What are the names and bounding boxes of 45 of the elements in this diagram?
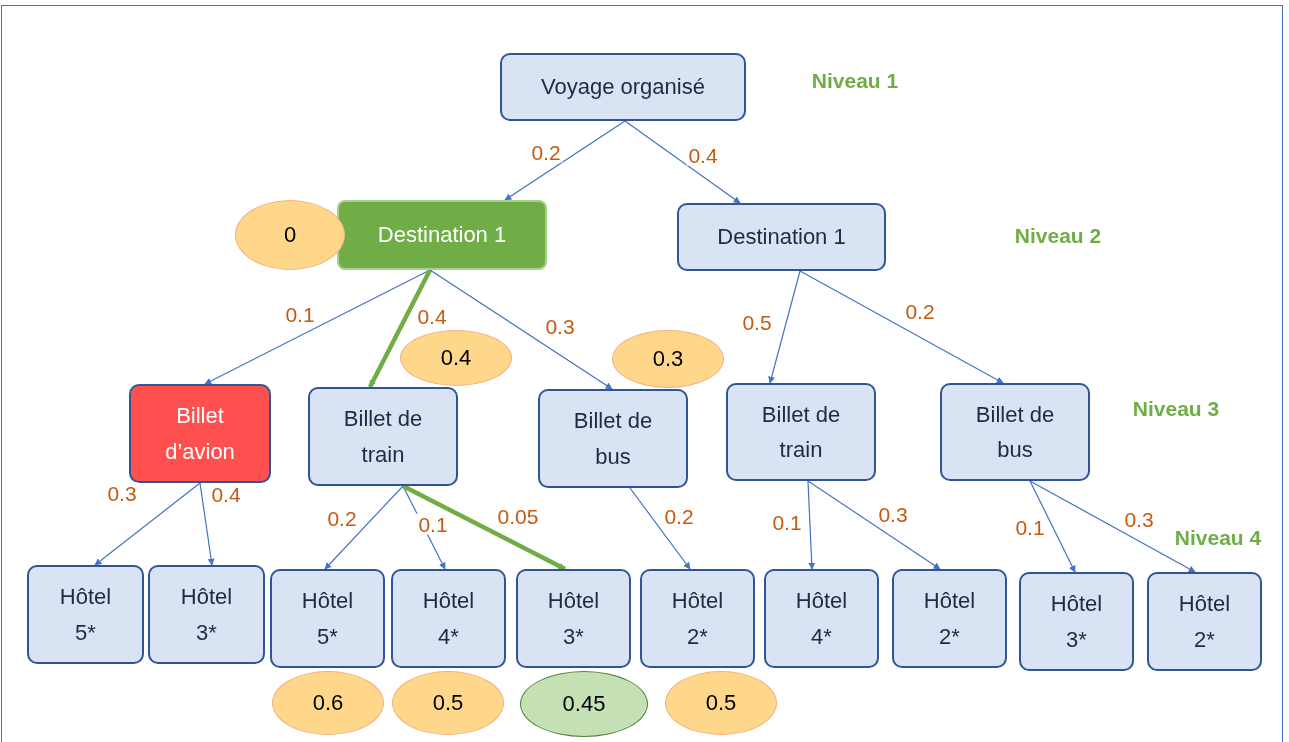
node-box: Voyage organisé xyxy=(500,53,746,121)
probability-ellipse: 0 xyxy=(235,200,345,270)
node-box: Hôtel 4* xyxy=(764,569,879,668)
level-label: Niveau 3 xyxy=(1132,396,1220,423)
level-label: Niveau 2 xyxy=(1014,223,1102,250)
probability-ellipse: 0.4 xyxy=(400,330,512,386)
node-box: Billet de train xyxy=(726,383,876,481)
node-box: Billet de bus xyxy=(940,383,1090,481)
node-box: Billet de bus xyxy=(538,389,688,488)
arrow xyxy=(199,482,215,566)
node-box: Hôtel 2* xyxy=(892,569,1007,668)
node-box: Billet de train xyxy=(308,387,458,486)
arrow xyxy=(94,482,201,566)
level-label: Niveau 1 xyxy=(811,68,899,95)
node-box: Billet d’avion xyxy=(129,384,271,483)
node-box: Hôtel 3* xyxy=(516,569,631,668)
arrow xyxy=(429,269,613,390)
probability-ellipse: 0.45 xyxy=(520,671,648,737)
arrow xyxy=(768,270,801,384)
node-box: Hôtel 3* xyxy=(1019,572,1134,671)
node-box: Hôtel 4* xyxy=(391,569,506,668)
node-box: Hôtel 5* xyxy=(270,569,385,668)
arrow xyxy=(401,484,567,571)
level-label: Niveau 4 xyxy=(1174,525,1262,552)
arrow xyxy=(629,487,691,570)
node-box: Hôtel 2* xyxy=(640,569,755,668)
probability-ellipse: 0.6 xyxy=(272,671,384,735)
arrow xyxy=(324,485,404,570)
probability-ellipse: 0.5 xyxy=(665,671,777,735)
probability-ellipse: 0.3 xyxy=(612,330,724,388)
edge-label: 0.1 xyxy=(416,513,450,535)
node-box: Hôtel 5* xyxy=(27,565,144,664)
arrow xyxy=(807,480,816,570)
node-box: Hôtel 3* xyxy=(148,565,265,664)
arrow xyxy=(504,120,626,201)
arrow xyxy=(368,268,432,389)
arrow xyxy=(1029,480,1196,573)
node-box: Hôtel 2* xyxy=(1147,572,1262,671)
node-box: Destination 1 xyxy=(677,203,886,271)
arrow xyxy=(799,270,1004,384)
arrow xyxy=(624,120,741,204)
arrow xyxy=(807,480,941,570)
node-box: Destination 1 xyxy=(337,200,547,270)
probability-ellipse: 0.5 xyxy=(392,671,504,735)
arrow xyxy=(1029,480,1076,573)
